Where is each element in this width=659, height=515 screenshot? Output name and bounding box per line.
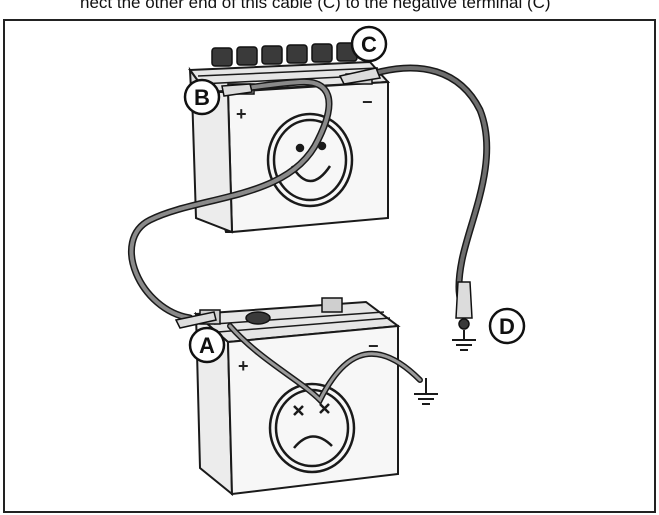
- booster-positive-sign: +: [236, 104, 247, 124]
- clamp-b: [221, 83, 253, 97]
- clamp-c: [338, 67, 382, 85]
- clamp-a: [174, 311, 217, 329]
- dead-negative-terminal: [321, 297, 343, 313]
- callout-b: B: [183, 78, 221, 116]
- callout-b-label: B: [194, 85, 210, 110]
- dead-battery: + −: [193, 297, 401, 497]
- dead-positive-sign: +: [238, 356, 249, 376]
- callout-c: C: [350, 25, 388, 63]
- booster-negative-sign: −: [362, 92, 373, 112]
- dead-battery-body: [226, 324, 399, 496]
- header-text: nect the other end of this cable (C) to …: [80, 0, 551, 12]
- callout-c-label: C: [361, 32, 377, 57]
- callout-d-label: D: [499, 314, 515, 339]
- booster-cell-caps: [211, 42, 358, 67]
- diagram-frame: [3, 19, 656, 513]
- clamp-d: [455, 281, 473, 330]
- callout-d: D: [488, 307, 526, 345]
- negative-jumper-cable: [368, 64, 491, 318]
- callout-a-label: A: [199, 333, 215, 358]
- ground-symbol-icon: [452, 330, 476, 351]
- callout-a: A: [188, 326, 226, 364]
- ground-symbol-icon-dead: [414, 378, 438, 405]
- smiley-face-icon: [266, 112, 354, 208]
- dead-negative-sign: −: [368, 336, 379, 356]
